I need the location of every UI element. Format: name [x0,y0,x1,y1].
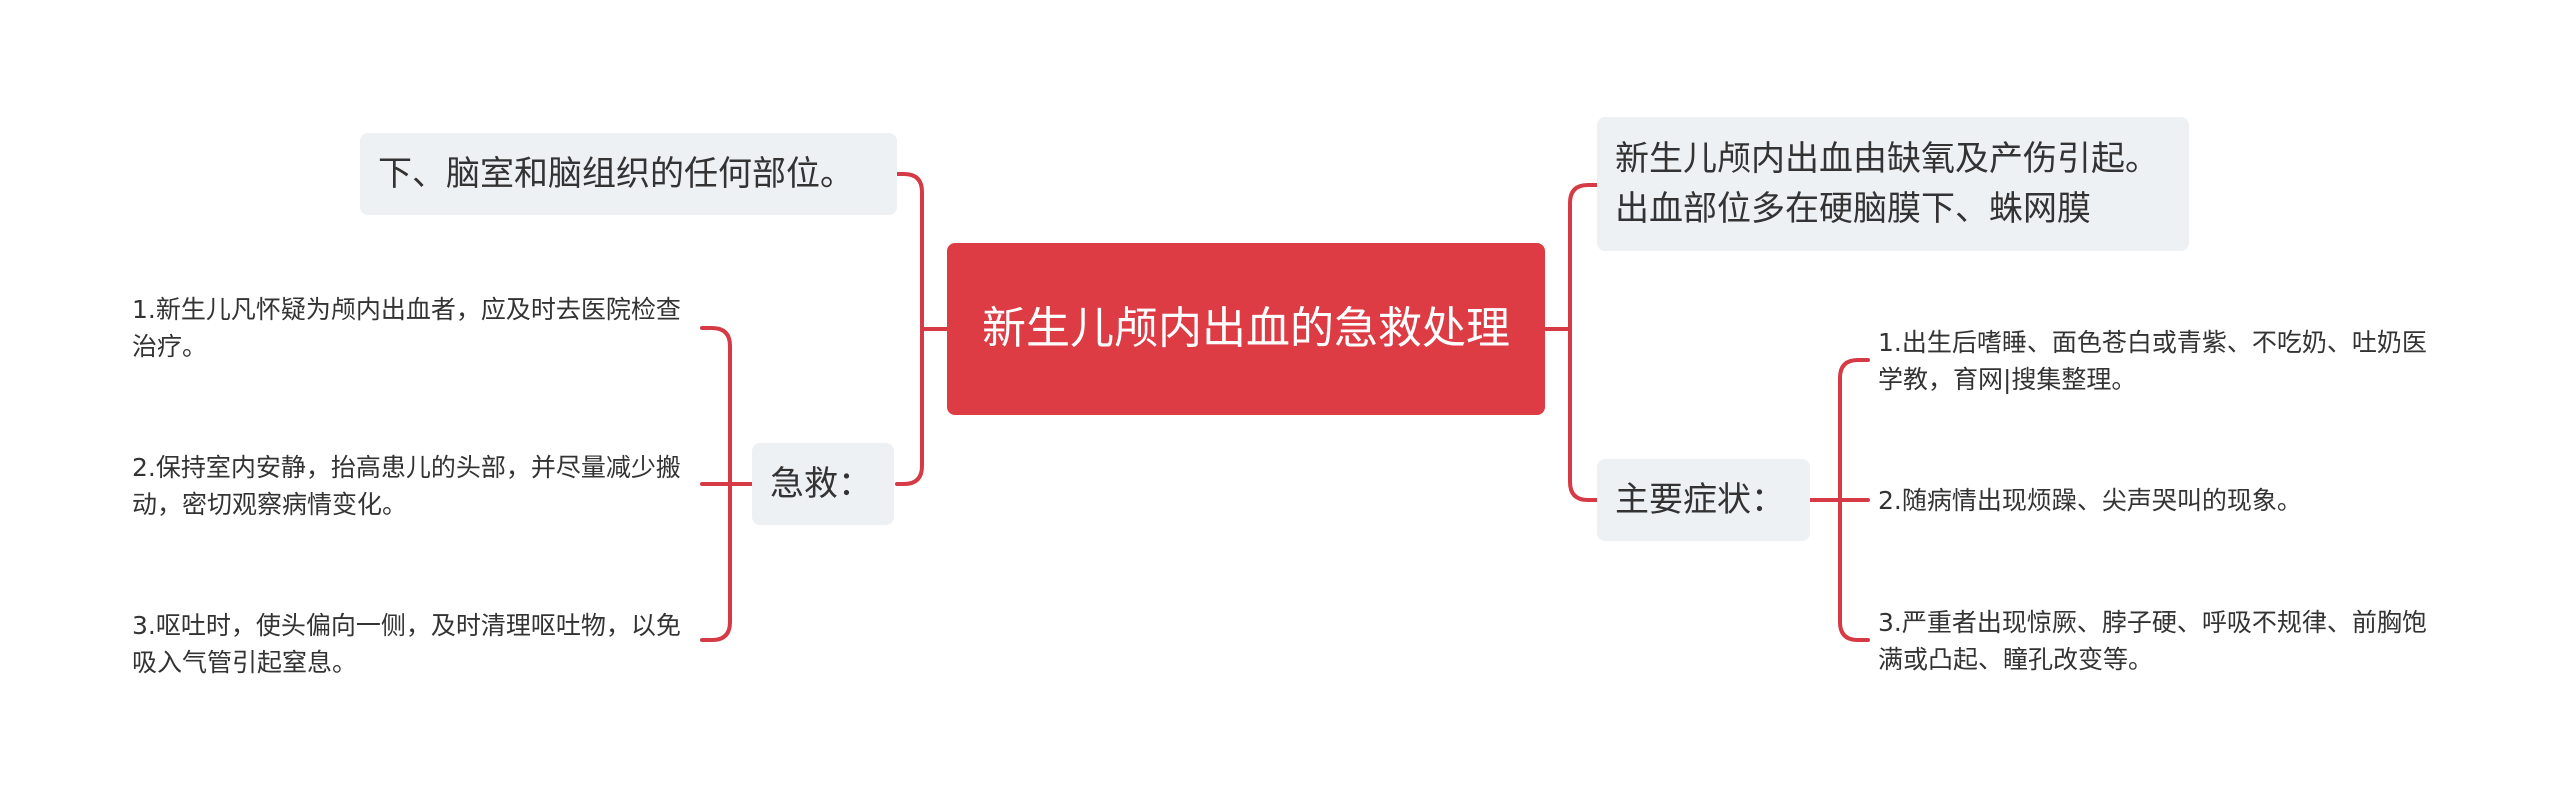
right-top-node[interactable]: 新生儿颅内出血由缺氧及产伤引起。出血部位多在硬脑膜下、蛛网膜 [1597,117,2189,251]
first-aid-item-1[interactable]: 1.新生儿凡怀疑为颅内出血者，应及时去医院检查治疗。 [132,291,700,365]
connector-left-firstaid [895,327,924,486]
connector-right-top [1568,183,1599,331]
symptom-item-text: 2.随病情出现烦躁、尖声哭叫的现象。 [1878,486,2302,515]
symptom-item-3[interactable]: 3.严重者出现惊厥、脖子硬、呼吸不规律、前胸饱满或凸起、瞳孔改变等。 [1878,604,2438,678]
right-top-label: 新生儿颅内出血由缺氧及产伤引起。出血部位多在硬脑膜下、蛛网膜 [1615,139,2159,229]
left-top-node[interactable]: 下、脑室和脑组织的任何部位。 [360,133,897,215]
connector-left-top [895,172,924,331]
first-aid-node[interactable]: 急救： [752,443,894,525]
connector-symptoms-leaf-1 [1838,358,1870,502]
left-top-label: 下、脑室和脑组织的任何部位。 [378,154,854,194]
connector-symptoms-leaf-3 [1838,498,1870,642]
connector-firstaid-leaf-1 [700,326,732,486]
connector-firstaid-leaf-3 [700,482,732,642]
symptom-item-text: 1.出生后嗜睡、面色苍白或青紫、不吃奶、吐奶医学教，育网|搜集整理。 [1878,328,2427,394]
first-aid-item-text: 3.呕吐时，使头偏向一侧，及时清理呕吐物，以免吸入气管引起窒息。 [132,611,681,677]
first-aid-item-text: 1.新生儿凡怀疑为颅内出血者，应及时去医院检查治疗。 [132,295,681,361]
root-node[interactable]: 新生儿颅内出血的急救处理 [947,243,1545,415]
first-aid-item-2[interactable]: 2.保持室内安静，抬高患儿的头部，并尽量减少搬动，密切观察病情变化。 [132,449,700,523]
root-label: 新生儿颅内出血的急救处理 [982,303,1510,354]
first-aid-item-3[interactable]: 3.呕吐时，使头偏向一侧，及时清理呕吐物，以免吸入气管引起窒息。 [132,607,700,681]
first-aid-item-text: 2.保持室内安静，抬高患儿的头部，并尽量减少搬动，密切观察病情变化。 [132,453,681,519]
symptom-item-text: 3.严重者出现惊厥、脖子硬、呼吸不规律、前胸饱满或凸起、瞳孔改变等。 [1878,608,2427,674]
symptoms-label: 主要症状： [1615,480,1785,520]
symptom-item-2[interactable]: 2.随病情出现烦躁、尖声哭叫的现象。 [1878,482,2438,519]
connector-right-symptoms [1568,327,1599,502]
symptom-item-1[interactable]: 1.出生后嗜睡、面色苍白或青紫、不吃奶、吐奶医学教，育网|搜集整理。 [1878,324,2438,398]
symptoms-node[interactable]: 主要症状： [1597,459,1810,541]
first-aid-label: 急救： [770,464,872,504]
